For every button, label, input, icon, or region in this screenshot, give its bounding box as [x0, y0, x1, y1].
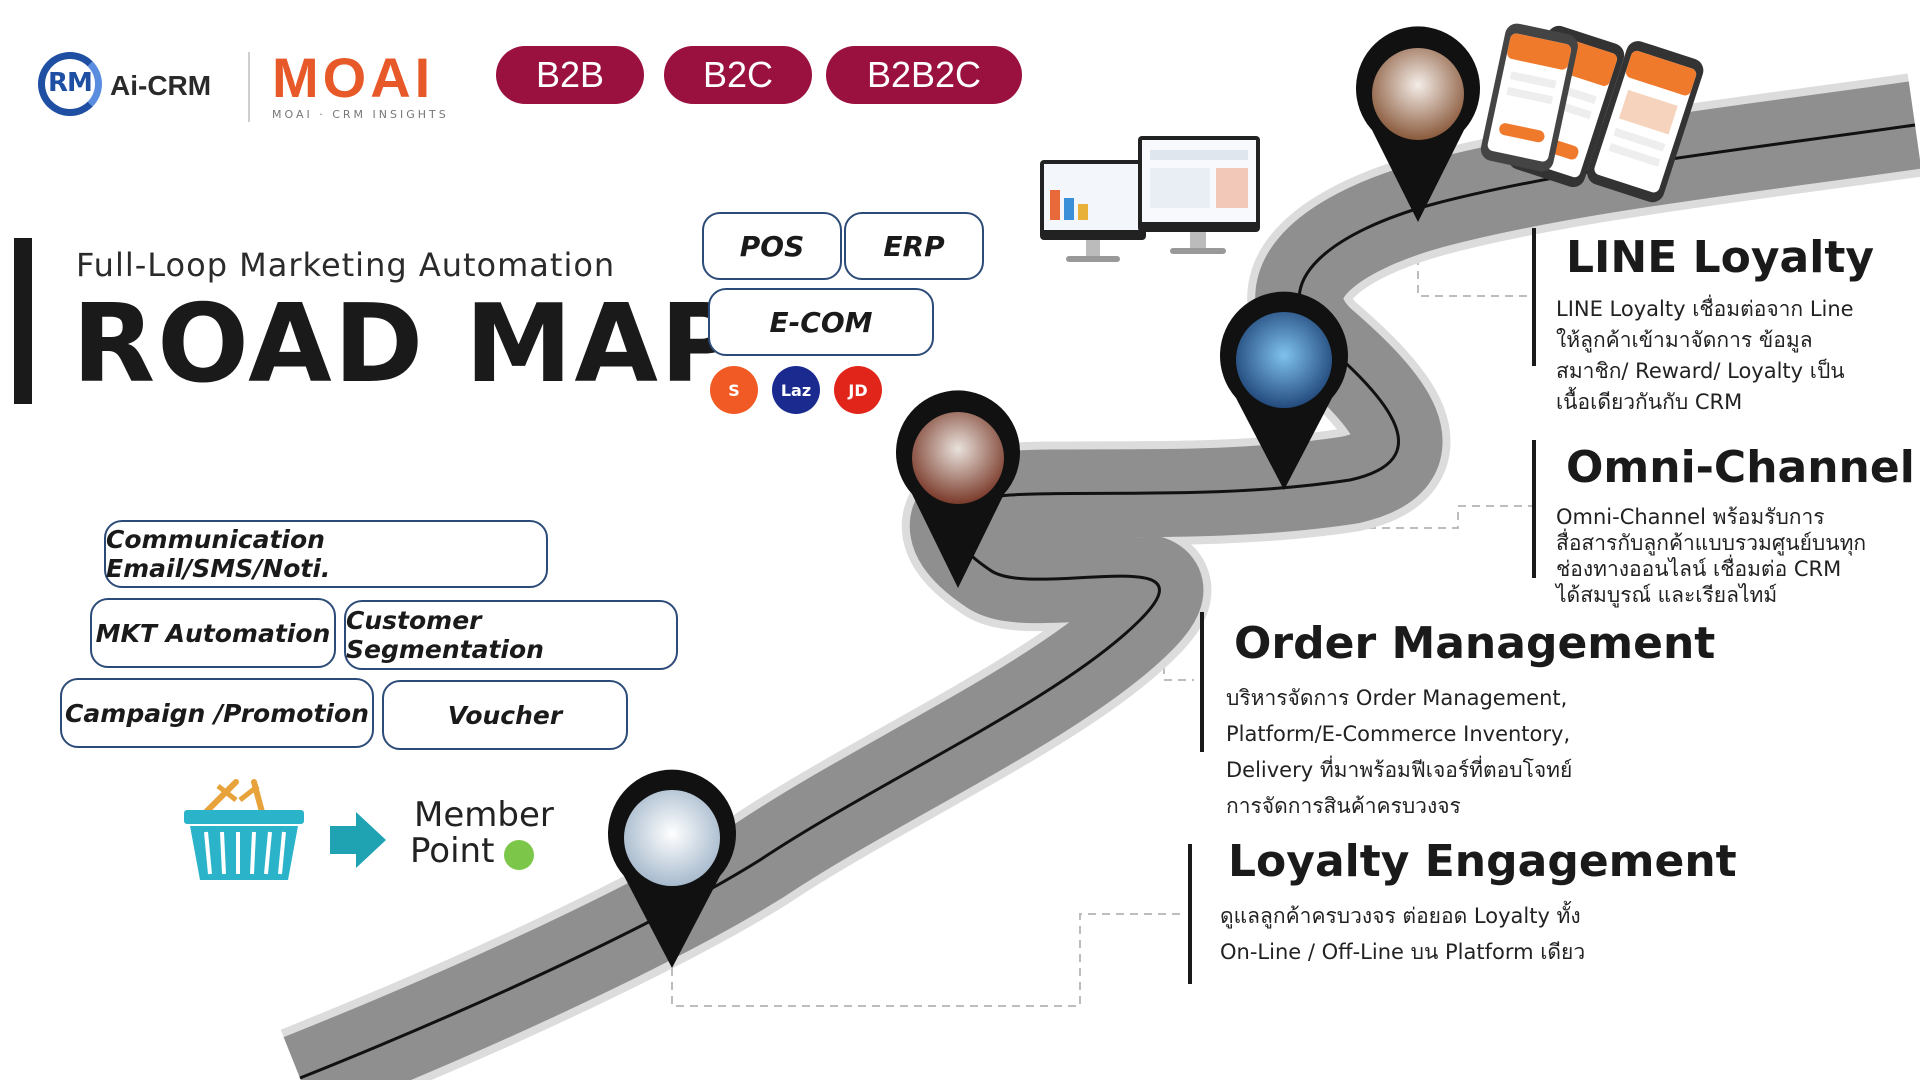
desc-line: เนื้อเดียวกันกับ CRM — [1556, 390, 1743, 414]
loyalty-engagement-desc: ดูแลลูกค้าครบวงจร ต่อยอด Loyalty ทั้ง On… — [1220, 898, 1585, 970]
crm-logo-mark: RM — [48, 68, 93, 98]
order-management-desc: บริหารจัดการ Order Management, Platform/… — [1226, 680, 1572, 824]
mobile-phones-illustration — [1480, 23, 1704, 203]
loyalty-engagement-title: Loyalty Engagement — [1228, 836, 1737, 887]
road-line — [299, 123, 1916, 1080]
ecom-box: E-COM — [708, 288, 934, 356]
desc-line: LINE Loyalty เชื่อมต่อจาก Line — [1556, 297, 1854, 321]
desc-line: การจัดการสินค้าครบวงจร — [1226, 794, 1461, 818]
page-title: ROAD MAP — [72, 282, 742, 407]
segment-b2b2c: B2B2C — [826, 46, 1022, 104]
arrow-right-icon — [330, 812, 386, 868]
desc-line: สมาชิก/ Reward/ Loyalty เป็น — [1556, 359, 1845, 383]
omni-channel-title: Omni-Channel — [1566, 442, 1915, 493]
page-subtitle: Full-Loop Marketing Automation — [76, 246, 616, 284]
mkt-automation-box: MKT Automation — [90, 598, 336, 668]
omni-channel-bar — [1532, 440, 1536, 578]
voucher-box: Voucher — [382, 680, 628, 750]
shopee-icon: S — [710, 366, 758, 414]
desc-line: Delivery ที่มาพร้อมฟีเจอร์ที่ตอบโจทย์ — [1226, 758, 1573, 782]
desc-line: ดูแลลูกค้าครบวงจร ต่อยอด Loyalty ทั้ง — [1220, 904, 1581, 928]
line-loyalty-title: LINE Loyalty — [1566, 232, 1875, 283]
crm-circle-icon — [38, 52, 102, 116]
moai-logo: MOAI MOAI · CRM INSIGHTS — [272, 46, 449, 122]
marketplace-icons: S Laz JD — [710, 366, 890, 418]
desc-line: ช่องทางออนไลน์ เชื่อมต่อ CRM — [1556, 557, 1842, 581]
moai-logo-text: MOAI — [272, 46, 435, 109]
pin-omni-channel — [1219, 291, 1348, 490]
desc-line: ได้สมบูรณ์ และเรียลไทม์ — [1556, 583, 1778, 607]
point-label: Point — [410, 831, 495, 871]
ai-crm-logo: RM Ai-CRM — [38, 48, 228, 128]
desc-line: On-Line / Off-Line บน Platform เดียว — [1220, 940, 1586, 964]
desc-line: Omni-Channel พร้อมรับการ — [1556, 505, 1825, 529]
member-label: Member — [414, 795, 554, 835]
desc-line: สื่อสารกับลูกค้าแบบรวมศูนย์บนทุก — [1556, 531, 1867, 555]
segment-b2c: B2C — [664, 46, 812, 104]
jdcentral-icon: JD — [834, 366, 882, 414]
customer-segmentation-box: Customer Segmentation — [344, 600, 678, 670]
line-loyalty-bar — [1532, 228, 1536, 366]
desc-line: บริหารจัดการ Order Management, — [1226, 686, 1568, 710]
title-accent-bar — [14, 238, 32, 404]
desktop-monitors-illustration — [1040, 136, 1260, 262]
desc-line: Platform/E-Commerce Inventory, — [1226, 722, 1571, 746]
pin-line-loyalty — [1356, 26, 1480, 222]
member-point-label: Member Point — [410, 795, 554, 869]
omni-channel-desc: Omni-Channel พร้อมรับการ สื่อสารกับลูกค้… — [1556, 504, 1866, 608]
moai-logo-subtext: MOAI · CRM INSIGHTS — [272, 108, 449, 121]
pos-box: POS — [702, 212, 842, 280]
order-management-title: Order Management — [1234, 618, 1716, 669]
line-loyalty-desc: LINE Loyalty เชื่อมต่อจาก Line ให้ลูกค้า… — [1556, 294, 1854, 418]
pin-order-management — [896, 390, 1020, 588]
status-dot — [504, 840, 534, 870]
order-management-bar — [1200, 612, 1204, 752]
desc-line: ให้ลูกค้าเข้ามาจัดการ ข้อมูล — [1556, 328, 1813, 352]
communication-box: Communication Email/SMS/Noti. — [104, 520, 548, 588]
shopping-basket-icon — [184, 779, 304, 880]
segment-b2b: B2B — [496, 46, 644, 104]
logo-divider — [248, 52, 250, 122]
campaign-promotion-box: Campaign /Promotion — [60, 678, 374, 748]
crm-logo-text: Ai-CRM — [110, 70, 212, 101]
loyalty-engagement-bar — [1188, 844, 1192, 984]
lazada-icon: Laz — [772, 366, 820, 414]
pin-loyalty-engagement — [608, 769, 736, 968]
erp-box: ERP — [844, 212, 984, 280]
